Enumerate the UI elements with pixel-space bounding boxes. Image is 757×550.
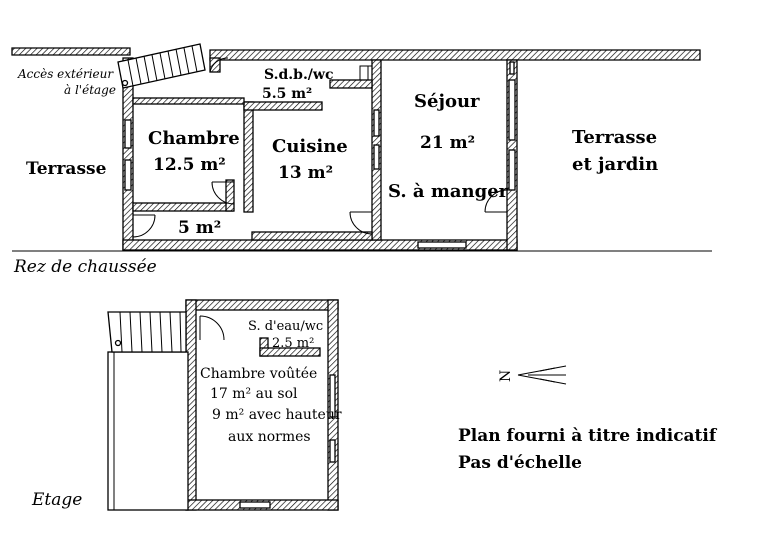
shower-label: S. d'eau/wc: [248, 319, 323, 334]
terrace-label: Terrasse: [26, 159, 107, 179]
ground-floor-plan: [11, 43, 712, 252]
window-kitchen-2: [373, 144, 380, 170]
compass-arrow: N: [498, 365, 567, 385]
window-living-south: [417, 241, 467, 249]
upper-wall-north: [185, 299, 339, 311]
dining-label: S. à manger: [388, 181, 509, 202]
wall-bedroom-kitchen: [243, 101, 254, 213]
living-label: Séjour: [414, 91, 480, 112]
ground-floor-title: Rez de chaussée: [13, 257, 157, 277]
upper-room-line-4: aux normes: [228, 429, 311, 445]
wall-bedroom-return: [225, 179, 235, 212]
living-area: 21 m²: [420, 133, 475, 153]
window-east-top: [509, 61, 515, 75]
window-bedroom-1: [124, 119, 132, 149]
exterior-stair: [117, 43, 206, 89]
upper-vault-area: [107, 351, 189, 511]
bathroom-label: S.d.b./wc: [264, 67, 334, 83]
upper-floor-plan: [107, 299, 339, 511]
shower-area: 2.5 m²: [272, 336, 314, 351]
door-bathroom: [359, 65, 372, 81]
garden-label-1: Terrasse: [572, 127, 657, 148]
upper-room-line-1: Chambre voûtée: [200, 366, 317, 382]
access-label-2: à l'étage: [64, 83, 116, 97]
upper-room-line-2: 17 m² au sol: [210, 386, 298, 402]
window-bedroom-2: [124, 159, 132, 191]
bathroom-area: 5.5 m²: [262, 86, 312, 102]
wall-kitchen-bottom: [251, 231, 373, 241]
window-kitchen-1: [373, 109, 380, 137]
wall-bedroom-bottom: [132, 202, 234, 212]
door-kitchen: [349, 211, 373, 235]
window-living-east: [508, 79, 516, 141]
bedroom-area: 12.5 m²: [153, 155, 226, 175]
window-living-east-2: [508, 149, 516, 191]
wall-bath-bottom: [243, 101, 323, 111]
compass-letter: N: [498, 370, 514, 382]
boundary-wall-right: [209, 49, 701, 61]
note-line-1: Plan fourni à titre indicatif: [458, 426, 718, 446]
door-bedroom: [211, 181, 235, 205]
door-top: [209, 57, 229, 73]
wall-bedroom-top: [132, 97, 245, 105]
bedroom-label: Chambre: [148, 128, 240, 149]
upper-floor-title: Etage: [31, 490, 82, 510]
door-entry: [132, 214, 156, 238]
wall-bath-step: [329, 79, 373, 89]
upper-shower-wall-bottom: [259, 347, 321, 357]
garden-label-2: et jardin: [572, 154, 658, 175]
upper-stair: [107, 311, 187, 353]
upper-window-east-1: [329, 374, 336, 418]
upper-window-east-2: [329, 439, 336, 463]
kitchen-label: Cuisine: [272, 136, 348, 157]
upper-door: [199, 315, 225, 341]
access-label-1: Accès extérieur: [17, 67, 114, 81]
hall-area: 5 m²: [178, 218, 221, 238]
upper-room-line-3: 9 m² avec hauteur: [212, 407, 342, 423]
upper-window-south: [239, 501, 271, 509]
note-line-2: Pas d'échelle: [458, 453, 582, 473]
door-living: [484, 189, 508, 213]
kitchen-area: 13 m²: [278, 163, 333, 183]
boundary-wall-left: [11, 47, 131, 56]
